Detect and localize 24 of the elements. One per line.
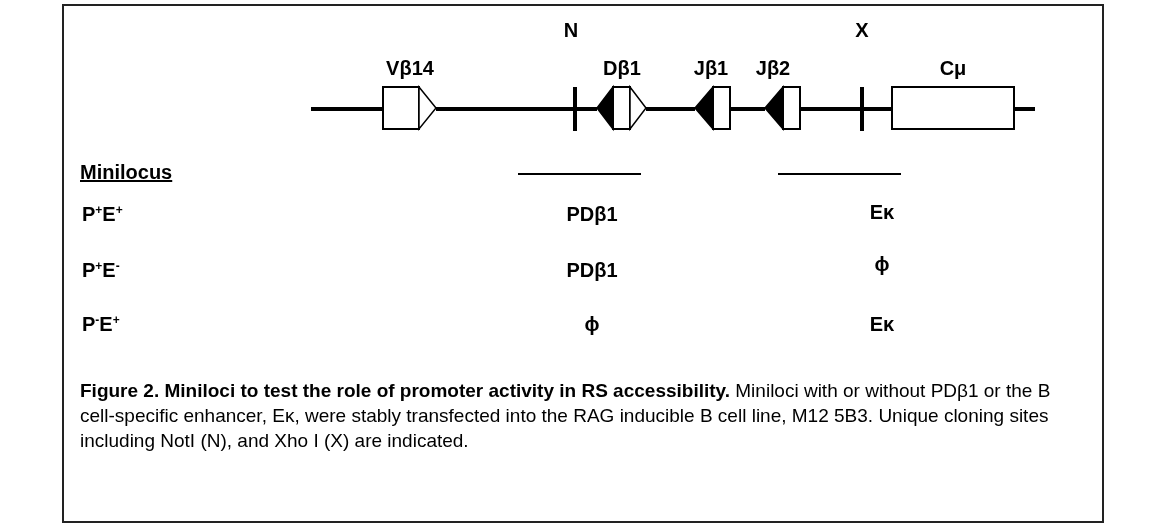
table-text: P$^{+}$E$^{-}$ (82, 258, 120, 282)
table-text: PDβ1 (566, 258, 618, 282)
segment-label: Vβ14 (385, 56, 435, 80)
segment-label: Dβ1 (602, 56, 642, 80)
table-text: P$^{-}$E$^{+}$ (82, 312, 120, 336)
dna-line (1014, 107, 1035, 111)
segment-label: Jβ2 (754, 56, 792, 80)
site-label: X (855, 18, 869, 42)
table-text: ϕ (584, 312, 600, 336)
table-text: Eκ (869, 312, 895, 336)
site-label: N (563, 18, 579, 42)
dna-line (311, 107, 383, 111)
segment-label: Jβ1 (692, 56, 730, 80)
table-text: Eκ (869, 200, 895, 224)
table-text: P$^{+}$E$^{+}$ (82, 202, 123, 226)
dna-line (646, 107, 695, 111)
dna-line (800, 107, 892, 111)
dna-line (436, 107, 597, 111)
table-heading: Minilocus (80, 160, 173, 184)
table-text: PDβ1 (566, 202, 618, 226)
table-text: ϕ (874, 252, 890, 276)
dna-line (730, 107, 765, 111)
figure-caption: Figure 2. Miniloci to test the role of promoter activity in RS accessibility. Miniloci with or without PDβ1 or the B cell-specific enhancer, Eκ, were stably transfected into the RAG inducible B cell line, M12 5B3. Unique cloning sites including NotI (N), and Xho I (X) are indicated. (80, 379, 1052, 453)
segment-label: Cμ (938, 56, 968, 80)
